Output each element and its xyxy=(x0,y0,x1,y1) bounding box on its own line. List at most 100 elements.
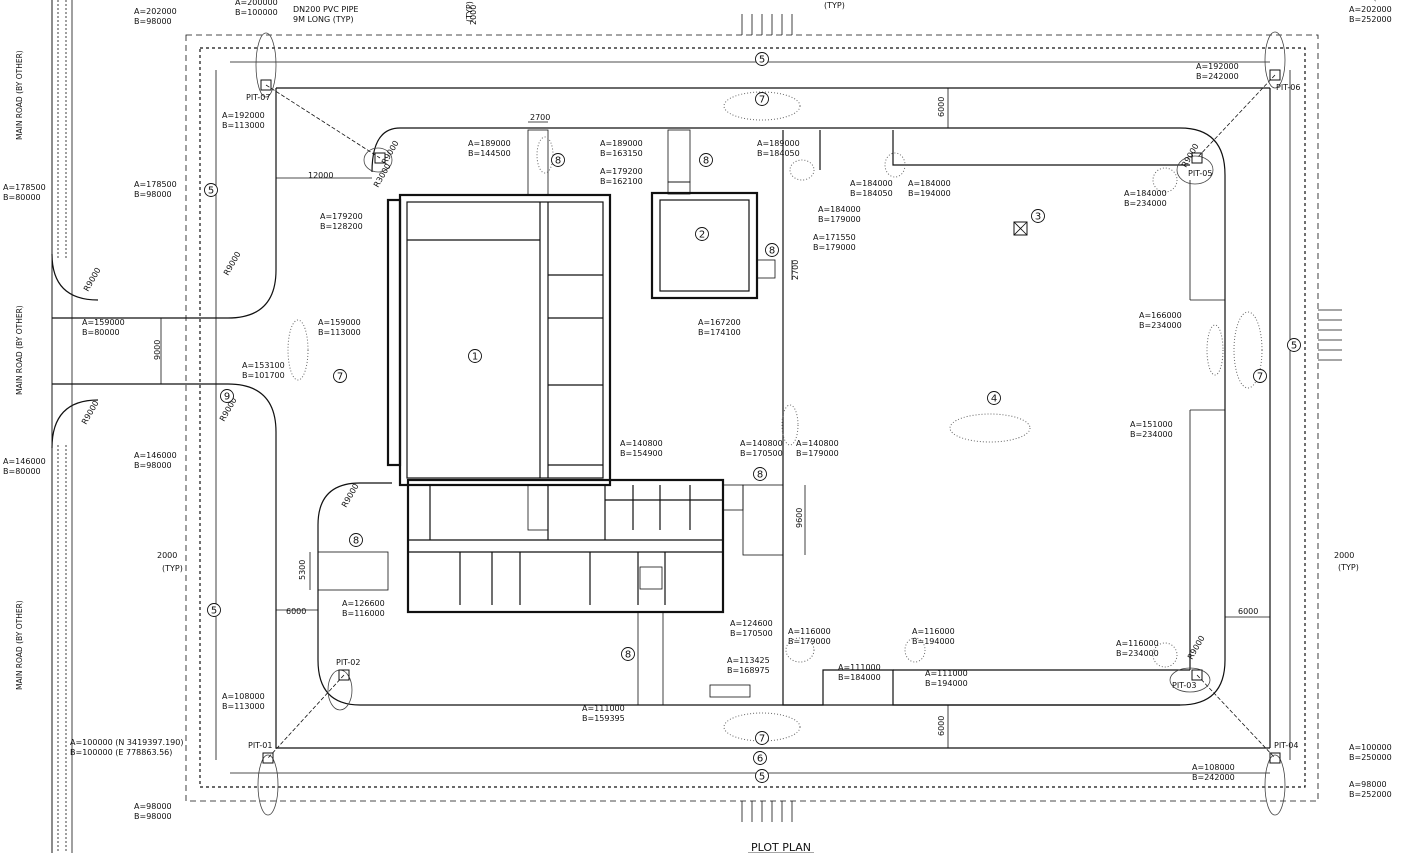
coordinate-tag-b: B=80000 xyxy=(3,193,41,202)
coordinate-tag-b: B=113000 xyxy=(222,702,265,711)
callout-number: 7 xyxy=(759,734,765,745)
dimension-label: 2700 xyxy=(791,260,800,280)
main-road xyxy=(51,0,73,853)
coordinate-tag-b: B=113000 xyxy=(222,121,265,130)
callout-circle xyxy=(349,533,363,547)
coordinate-tag-b: B=252000 xyxy=(1349,15,1392,24)
callout-number: 4 xyxy=(991,394,997,405)
coordinate-tag-b: B=170500 xyxy=(740,449,783,458)
access-drives xyxy=(317,129,784,706)
coordinate-tag-b: B=100000 (E 778863.56) xyxy=(70,748,172,757)
coordinate-tag-b: B=179000 xyxy=(818,215,861,224)
callout-number: 3 xyxy=(1035,212,1041,223)
coordinate-tag-a: A=116000 xyxy=(1116,639,1159,648)
pit-label: PIT-04 xyxy=(1274,741,1298,750)
dimension-label: 9000 xyxy=(153,340,162,360)
coordinate-tag-b: B=159395 xyxy=(582,714,625,723)
coordinate-tag-a: B=250000 (E 779017. xyxy=(1328,0,1402,2)
coordinate-tag-b: B=162100 xyxy=(600,177,643,186)
coordinate-tag-a: A=98000 xyxy=(1349,780,1387,789)
site-boundary xyxy=(185,34,1319,802)
dimension-label: R9000 xyxy=(340,482,361,509)
label-layer: A=202000B=98000A=200000B=100000A=192000B… xyxy=(3,0,1402,821)
pit-label: PIT-07 xyxy=(246,93,270,102)
coordinate-tag-a: A=171550 xyxy=(813,233,856,242)
coordinate-tag-b: B=144500 xyxy=(468,149,511,158)
pipe-note: 9M LONG (TYP) xyxy=(293,15,354,24)
gate-marks xyxy=(741,14,1342,822)
callout-circle xyxy=(1287,338,1301,352)
coordinate-tag-b: B=80000 xyxy=(82,328,120,337)
internal-road xyxy=(51,87,1271,749)
dimension-label: 2700 xyxy=(530,113,550,122)
building-annex xyxy=(406,478,744,614)
coordinate-tag-b: B=101700 xyxy=(242,371,285,380)
open-yard xyxy=(782,130,1191,706)
coordinate-tag-b: B=234000 xyxy=(1139,321,1182,330)
dimension-label: R9000 xyxy=(1186,634,1207,661)
coordinate-tag-b: B=234000 xyxy=(1116,649,1159,658)
coordinate-tag-a: A=140800 xyxy=(740,439,783,448)
coordinate-tag-b: B=168975 xyxy=(727,666,770,675)
coordinate-tag-a: A=179200 xyxy=(320,212,363,221)
coordinate-tag-a: A=98000 xyxy=(134,802,172,811)
pipe-note: DN200 PVC PIPE xyxy=(293,5,358,14)
callout-number: 7 xyxy=(1257,372,1263,383)
coordinate-tag-b: B=179000 xyxy=(813,243,856,252)
coordinate-tag-a: A=192000 xyxy=(1196,62,1239,71)
coordinate-tag-b: B=194000 xyxy=(912,637,955,646)
coordinate-tag-a: A=153100 xyxy=(242,361,285,370)
dimension-label: 9600 xyxy=(795,508,804,528)
callout-number: 8 xyxy=(353,536,359,547)
pit-squares xyxy=(260,69,1281,764)
pit-label: PIT-01 xyxy=(248,741,272,750)
dimension-label: R9000 xyxy=(222,250,243,277)
coordinate-tag-a: A=202000 xyxy=(134,7,177,16)
road-label: MAIN ROAD (BY OTHER) xyxy=(15,600,24,690)
coordinate-tag-a: A=108000 xyxy=(222,692,265,701)
dimension-label: 2000 xyxy=(1334,551,1354,560)
equipment-box xyxy=(1013,221,1028,236)
coordinate-tag-a: A=202000 xyxy=(1349,5,1392,14)
callout-number: 5 xyxy=(208,186,214,197)
callout-circle xyxy=(987,391,1001,405)
dimension-label: 2000 xyxy=(157,551,177,560)
callout-number: 5 xyxy=(759,772,765,783)
callout-number: 8 xyxy=(625,650,631,661)
callout-circle xyxy=(755,92,769,106)
callout-number: 6 xyxy=(757,754,763,765)
callout-number: 5 xyxy=(1291,341,1297,352)
coordinate-tag-b: B=179000 xyxy=(796,449,839,458)
coordinate-tag-a: A=184000 xyxy=(850,179,893,188)
callout-number: 2 xyxy=(699,230,705,241)
callout-circle xyxy=(755,52,769,66)
coordinate-tag-a: A=146000 xyxy=(134,451,177,460)
callout-circle xyxy=(207,603,221,617)
coordinate-tag-b: B=174100 xyxy=(698,328,741,337)
dimension-label: 5300 xyxy=(298,560,307,580)
coordinate-tag-b: B=252000 xyxy=(1349,790,1392,799)
dimension-label: 2000 xyxy=(469,5,478,25)
coordinate-tag-a: A=111000 xyxy=(582,704,625,713)
coordinate-tag-a: A=100000 xyxy=(1349,743,1392,752)
callout-circle xyxy=(1253,369,1267,383)
coordinate-tag-a: A=189000 xyxy=(600,139,643,148)
coordinate-tag-a: A=189000 xyxy=(757,139,800,148)
coordinate-tag-a: A=200000 xyxy=(235,0,278,7)
coordinate-tag-a: A=100000 (N 3419397.190) xyxy=(70,738,183,747)
coordinate-tag-b: B=179000 xyxy=(788,637,831,646)
dimension-label: 6000 xyxy=(937,716,946,736)
callout-circle xyxy=(333,369,347,383)
callout-circle xyxy=(755,731,769,745)
coordinate-tag-b: B=98000 xyxy=(134,461,172,470)
coordinate-tag-b: B=234000 xyxy=(1130,430,1173,439)
coordinate-tag-a: A=111000 xyxy=(838,663,881,672)
coordinate-tag-a: A=192000 xyxy=(222,111,265,120)
plot-plan-title: PLOT PLAN xyxy=(751,841,811,853)
callout-circle xyxy=(1031,209,1045,223)
coordinate-tag-a: A=184000 xyxy=(818,205,861,214)
coordinate-tag-b: B=234000 xyxy=(1124,199,1167,208)
dimension-label: 6000 xyxy=(937,97,946,117)
